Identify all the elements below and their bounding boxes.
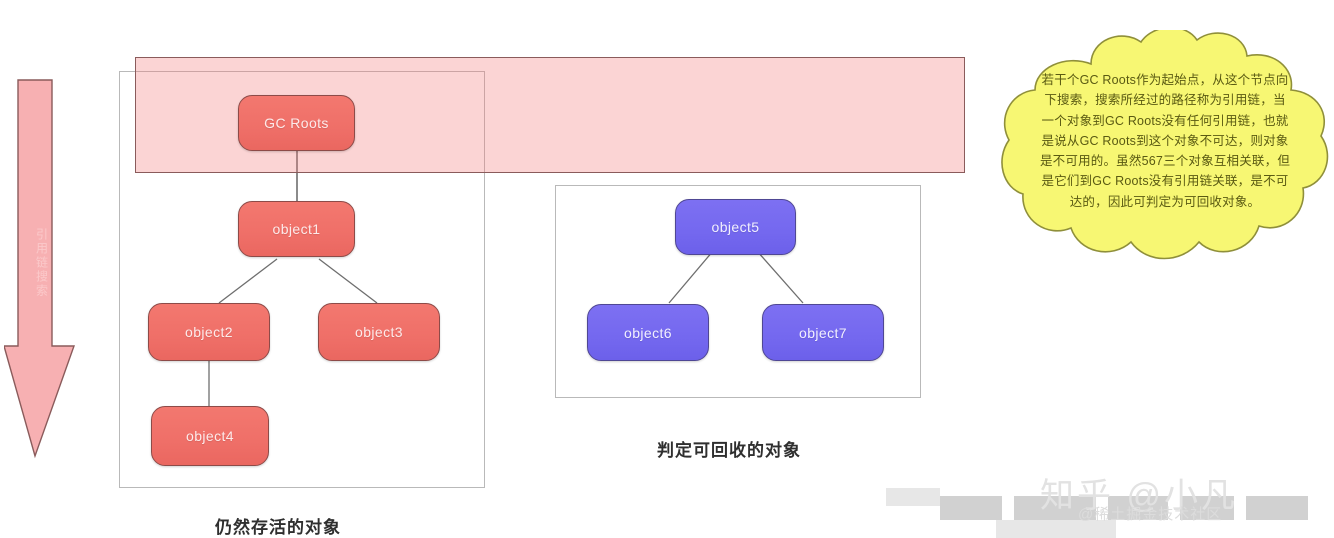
node-label: object5: [711, 219, 760, 235]
watermark-sub: @稀土掘金技术社区: [1078, 506, 1223, 523]
node-object2[interactable]: object2: [148, 303, 270, 361]
redaction-bar: [1246, 496, 1308, 520]
node-label: GC Roots: [264, 115, 329, 131]
explanation-cloud: 若干个GC Roots作为起始点，从这个节点向下搜索，搜索所经过的路径称为引用链…: [995, 26, 1334, 292]
node-label: object1: [272, 221, 321, 237]
node-label: object7: [799, 324, 847, 341]
node-label: object2: [185, 324, 233, 340]
redaction-bar: [1108, 496, 1168, 520]
node-object3[interactable]: object3: [318, 303, 440, 361]
gc-roots-highlight-band: [135, 57, 965, 173]
arrow-shape: [3, 79, 75, 459]
left-group-edges: [208, 150, 378, 406]
node-object7[interactable]: object7: [762, 304, 884, 361]
node-label: object6: [624, 324, 672, 341]
reachability-arrow: 引用链搜索: [3, 78, 80, 460]
redaction-bar: [1014, 496, 1096, 520]
cloud-text: 若干个GC Roots作为起始点，从这个节点向下搜索，搜索所经过的路径称为引用链…: [1039, 73, 1291, 209]
redaction-bar: [886, 488, 940, 506]
surviving-objects-box: [119, 71, 485, 488]
node-object5[interactable]: object5: [675, 199, 796, 255]
redaction-bar: [1180, 496, 1234, 520]
node-label: object4: [186, 428, 234, 444]
right-group-edges: [668, 250, 804, 304]
cloud-shape: [1001, 26, 1329, 260]
caption-surviving-objects: 仍然存活的对象: [215, 518, 341, 537]
redaction-bar: [996, 520, 1116, 538]
node-object1[interactable]: object1: [238, 201, 355, 257]
node-gc-roots[interactable]: GC Roots: [238, 95, 355, 151]
caption-collectable-objects: 判定可回收的对象: [657, 441, 801, 460]
node-object4[interactable]: object4: [151, 406, 269, 466]
redaction-bar: [940, 496, 1002, 520]
watermark-main: 知乎 @小凡: [1040, 477, 1238, 515]
node-object6[interactable]: object6: [587, 304, 709, 361]
node-label: object3: [355, 324, 403, 340]
